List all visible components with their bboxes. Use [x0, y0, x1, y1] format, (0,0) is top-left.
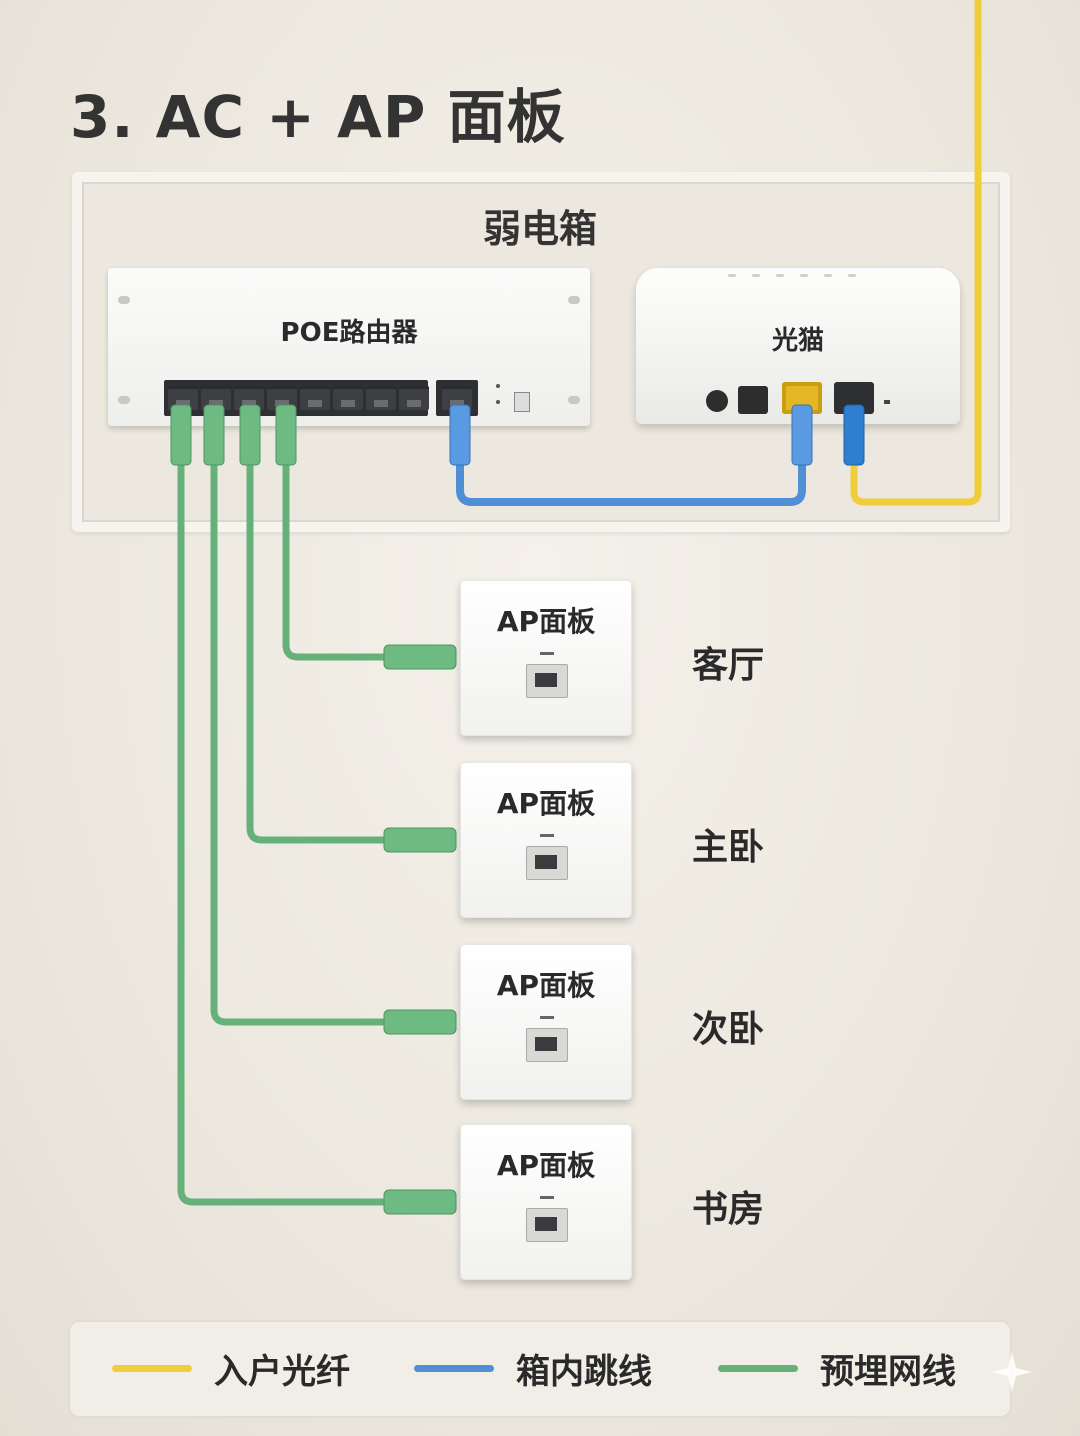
embedded-cable-study: [177, 460, 392, 1206]
router-plugs: [170, 404, 297, 466]
modem-indicator: [884, 400, 890, 404]
mount-hole: [568, 296, 580, 304]
ap-indicator: [540, 834, 554, 837]
legend-label: 预埋网线: [820, 1351, 956, 1392]
patch-plugs: [449, 404, 813, 466]
embedded-cable-second-bedroom: [210, 460, 392, 1026]
lan-port-5: [300, 386, 330, 410]
patch-cable: [456, 436, 806, 506]
ap-panel-label: AP面板: [496, 969, 596, 1002]
router-label: POE路由器: [280, 318, 418, 348]
fiber-plug: [843, 404, 865, 466]
legend-swatch-embedded: [718, 1364, 798, 1372]
ap-indicator: [540, 652, 554, 655]
ap-panel-study: AP面板: [460, 1124, 632, 1280]
ap-indicator: [540, 1016, 554, 1019]
embedded-cable-master-bedroom: [246, 460, 392, 844]
panel-plugs: [383, 644, 457, 1215]
ethernet-jack-icon: [526, 846, 568, 880]
legend-item-patch: 箱内跳线: [414, 1348, 652, 1392]
status-led: [496, 400, 500, 404]
modem-led: [752, 274, 760, 277]
cabinet-title: 弱电箱: [482, 207, 597, 251]
page-title: 3. AC + AP 面板: [70, 83, 566, 151]
mount-hole: [568, 396, 580, 404]
legend-item-fiber: 入户光纤: [112, 1348, 350, 1392]
ap-panel-second-bedroom: AP面板: [460, 944, 632, 1100]
fiber-cable: [850, 0, 982, 506]
mount-hole: [118, 396, 130, 404]
room-label-second-bedroom: 次卧: [692, 1009, 765, 1050]
room-label-master-bedroom: 主卧: [692, 827, 765, 868]
ap-panel-label: AP面板: [496, 787, 596, 820]
modem-led: [776, 274, 784, 277]
legend: 入户光纤 箱内跳线 预埋网线: [70, 1322, 1010, 1416]
ethernet-jack-icon: [526, 1028, 568, 1062]
status-led: [496, 384, 500, 388]
ap-panel-label: AP面板: [496, 605, 596, 638]
legend-label: 入户光纤: [214, 1351, 350, 1392]
ethernet-jack-icon: [526, 664, 568, 698]
modem-led: [728, 274, 736, 277]
optical-modem: 光猫: [636, 268, 960, 424]
room-label-living-room: 客厅: [692, 645, 765, 686]
ap-panel-living-room: AP面板: [460, 580, 632, 736]
ethernet-jack-icon: [526, 1208, 568, 1242]
ap-indicator: [540, 1196, 554, 1199]
lan-port-8: [399, 386, 429, 410]
lan-port-6: [333, 386, 363, 410]
ap-panel-label: AP面板: [496, 1149, 596, 1182]
sparkle-icon: [992, 1352, 1032, 1392]
legend-swatch-patch: [414, 1364, 494, 1372]
legend-swatch-fiber: [112, 1364, 192, 1372]
poe-router: POE路由器: [108, 268, 590, 426]
legend-label: 箱内跳线: [516, 1351, 652, 1392]
legend-item-embedded: 预埋网线: [718, 1348, 956, 1392]
ap-panel-master-bedroom: AP面板: [460, 762, 632, 918]
modem-led: [848, 274, 856, 277]
modem-led: [800, 274, 808, 277]
modem-led: [824, 274, 832, 277]
lan-port-7: [366, 386, 396, 410]
power-switch: [514, 392, 530, 412]
modem-label: 光猫: [771, 326, 824, 356]
room-label-study: 书房: [692, 1189, 765, 1230]
dc-jack: [738, 386, 768, 414]
power-button: [706, 390, 728, 412]
embedded-cable-living-room: [282, 460, 392, 661]
mount-hole: [118, 296, 130, 304]
